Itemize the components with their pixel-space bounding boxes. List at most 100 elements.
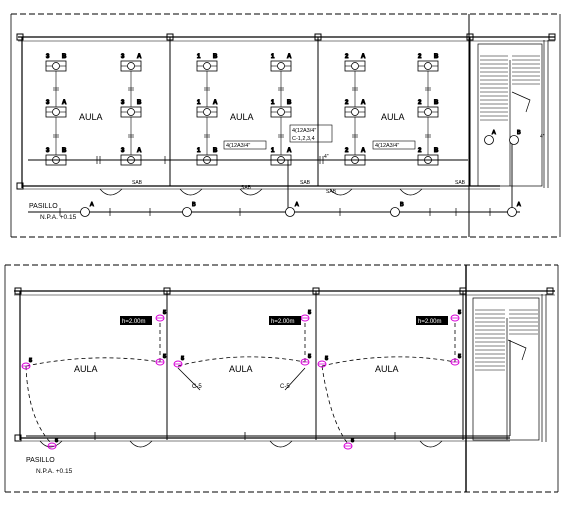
outlet-number: 5	[163, 354, 166, 360]
sab-label-4: SAB	[455, 180, 466, 186]
fixture-circuit-letter: A	[361, 54, 366, 60]
fixture-circuit-letter: A	[137, 54, 142, 60]
room-label-aula-3: AULA	[381, 112, 405, 122]
fixture-circuit-number: 1	[271, 54, 275, 60]
fixture-circuit-letter: B	[287, 100, 292, 106]
circuit-arc-2	[177, 356, 306, 367]
power-outlet: 5	[450, 310, 462, 322]
fixture-circuit-number: 3	[46, 54, 50, 60]
stair-treads-2	[475, 309, 538, 371]
fixture-circuit-number: 2	[345, 54, 349, 60]
outlet-number: 5	[308, 310, 311, 316]
bottom-plan-labels: AULA AULA AULA PASILLO N.P.A. +0.15 C-5 …	[26, 364, 399, 475]
panel-label-2: C-1,2,3,4	[292, 136, 315, 142]
fixture-circuit-number: 3	[121, 148, 125, 154]
junction-letter: A	[90, 202, 94, 208]
door-swings-2	[39, 440, 443, 448]
circuit-junction: A	[80, 202, 95, 217]
fixture-circuit-letter: B	[62, 148, 67, 154]
fixture-circuit-number: 2	[418, 100, 422, 106]
junction-letter: B	[192, 202, 196, 208]
room-label-aula-b3: AULA	[375, 364, 399, 374]
fixture-circuit-letter: B	[213, 148, 218, 154]
height-tags: h=2.00m h=2.00m h=2.00m	[120, 316, 448, 325]
outlet-number: 5	[181, 356, 184, 362]
fixture-circuit-number: 1	[271, 148, 275, 154]
power-outlet: 5	[155, 354, 167, 366]
fixture-circuit-letter: A	[137, 148, 142, 154]
door-swings	[99, 188, 423, 196]
fixture-circuit-number: 3	[121, 54, 125, 60]
fixture-circuit-letter: A	[62, 100, 67, 106]
power-outlet: 5	[300, 310, 312, 322]
power-outlet: 5	[21, 358, 33, 370]
fixture-circuit-letter: A	[361, 148, 366, 154]
stair-junction-letter: A	[492, 130, 496, 136]
conduit-label-1: 4(12A3/4"	[226, 143, 250, 149]
junction-letter: A	[295, 202, 299, 208]
fixture-circuit-number: 2	[418, 54, 422, 60]
fixture-circuit-number: 1	[197, 100, 201, 106]
level-label: N.P.A. +0.15	[40, 214, 77, 221]
power-outlet: 5	[450, 354, 462, 366]
junction-letter: A	[517, 202, 521, 208]
corridor-label: PASILLO	[29, 203, 58, 210]
outlet-number: 5	[308, 354, 311, 360]
column-marks-2	[14, 287, 554, 442]
fixture-circuit-number: 3	[46, 100, 50, 106]
fixture-circuit-number: 1	[271, 100, 275, 106]
power-outlet: 5	[300, 354, 312, 366]
level-label-2: N.P.A. +0.15	[36, 468, 73, 475]
fixture-circuit-number: 3	[46, 148, 50, 154]
room-label-aula-1: AULA	[79, 112, 103, 122]
fixture-circuit-number: 1	[197, 148, 201, 154]
power-outlet: 5	[343, 438, 355, 450]
room-label-aula-b2: AULA	[229, 364, 253, 374]
fixture-circuit-letter: B	[434, 100, 439, 106]
power-outlet: 5	[317, 356, 329, 368]
fixture-circuit-letter: A	[287, 148, 292, 154]
feeder-junctions: A B A B A A B	[80, 130, 522, 217]
fixture-circuit-letter: A	[213, 100, 218, 106]
outlet-number: 5	[55, 438, 58, 444]
junction-letter: B	[400, 202, 404, 208]
outlet-number: 5	[29, 358, 32, 364]
top-plan-labels: AULA AULA AULA PASILLO N.P.A. +0.15 SAB …	[29, 112, 545, 221]
stair-junction: B	[509, 130, 522, 145]
fixture-circuit-letter: B	[434, 54, 439, 60]
outlet-number: 5	[458, 354, 461, 360]
height-tag-3: h=2.00m	[418, 319, 442, 325]
power-outlet: 5	[47, 438, 59, 450]
sab-label-3: SAB	[326, 189, 337, 195]
outlet-number: 5	[163, 310, 166, 316]
stair-core-2	[472, 294, 547, 442]
circuit-junction: A	[507, 202, 522, 217]
fixture-circuit-number: 2	[345, 148, 349, 154]
circuit-diag-2	[284, 367, 306, 391]
outlet-circuit-1: C-5	[192, 384, 202, 390]
fixture-circuit-letter: B	[62, 54, 67, 60]
riser-label-2: 4"	[324, 154, 329, 160]
conduit-label-2: 4(12A3/4"	[375, 143, 399, 149]
fixture-circuit-number: 2	[345, 100, 349, 106]
corridor-label-2: PASILLO	[26, 457, 55, 464]
outlet-number: 5	[458, 310, 461, 316]
